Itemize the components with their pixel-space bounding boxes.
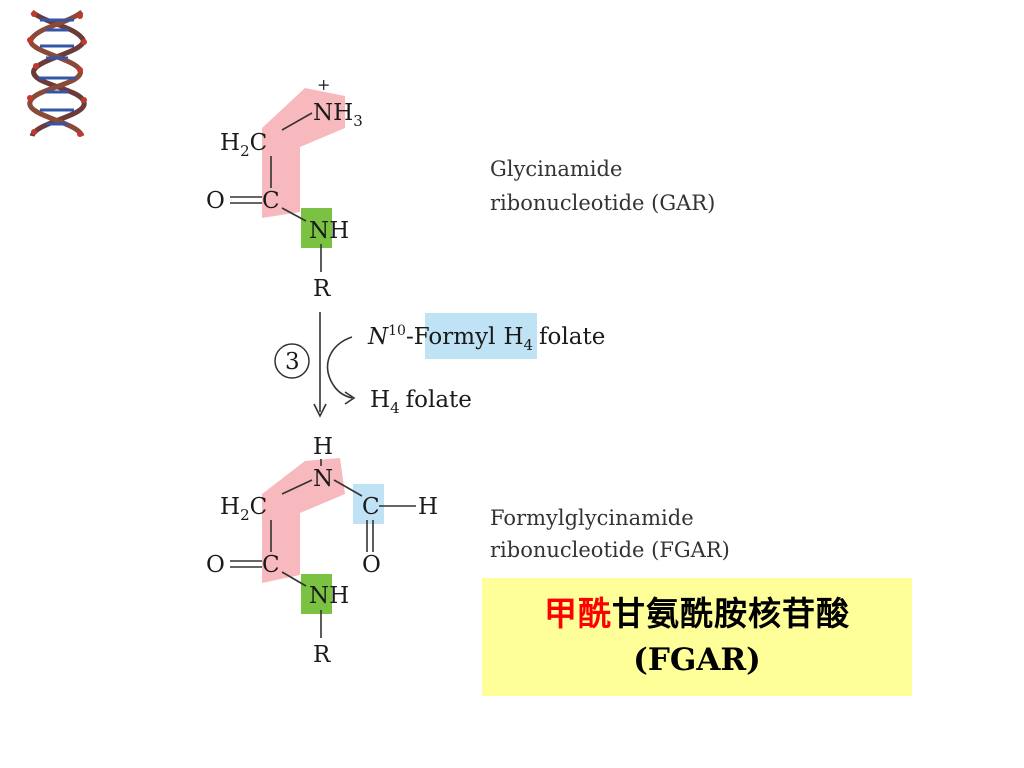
carbonyl-oxygen: O — [206, 188, 225, 214]
methylene-group-2: H2C — [220, 494, 267, 524]
gar-name-line2: ribonucleotide (GAR) — [490, 191, 715, 215]
fgar-structure: H N H2C C H O O C NH R Formylglycinamide… — [206, 434, 730, 668]
amide-nitrogen: N — [313, 466, 333, 492]
carbonyl-carbon: C — [262, 188, 280, 214]
amide-n-highlight-2 — [301, 574, 332, 614]
carbonyl-oxygen-2: O — [206, 552, 225, 578]
amide-nh-2: NH — [309, 583, 349, 609]
caption-black-part: 甘氨酰胺核苷酸 — [612, 594, 850, 633]
carbonyl-carbon-2: C — [262, 552, 280, 578]
fgar-name-line1: Formylglycinamide — [490, 506, 694, 530]
glycine-backbone-highlight-2 — [262, 458, 345, 583]
formyl-carbon-highlight — [353, 484, 384, 524]
amide-n-highlight — [301, 208, 332, 248]
fgar-name-line2: ribonucleotide (FGAR) — [490, 538, 730, 562]
formyl-hydrogen: H — [418, 494, 438, 520]
r-group-2: R — [313, 642, 331, 668]
methylene-group: H2C — [220, 130, 267, 160]
gar-structure: + NH3 H2C O C NH R Glycinamide ribonucle… — [206, 75, 715, 302]
glycine-backbone-highlight — [262, 88, 345, 218]
formyl-oxygen: O — [362, 552, 381, 578]
step-number: 3 — [285, 349, 300, 375]
imine-hydrogen: H — [313, 434, 333, 460]
caption-line-2: (FGAR) — [633, 642, 761, 678]
r-group: R — [313, 276, 331, 302]
formyl-highlight — [425, 313, 537, 359]
charge-plus: + — [317, 75, 330, 94]
caption-line-1: 甲酰甘氨酰胺核苷酸 — [544, 591, 850, 637]
dna-helix-icon — [27, 9, 87, 138]
amino-group: NH3 — [313, 100, 363, 130]
formyl-carbon: C — [362, 494, 380, 520]
chinese-caption-box: 甲酰甘氨酰胺核苷酸 (FGAR) — [482, 578, 912, 696]
gar-name-line1: Glycinamide — [490, 157, 622, 181]
step-number-badge — [274, 343, 310, 379]
amide-nh: NH — [309, 218, 349, 244]
caption-red-part: 甲酰 — [544, 594, 612, 633]
